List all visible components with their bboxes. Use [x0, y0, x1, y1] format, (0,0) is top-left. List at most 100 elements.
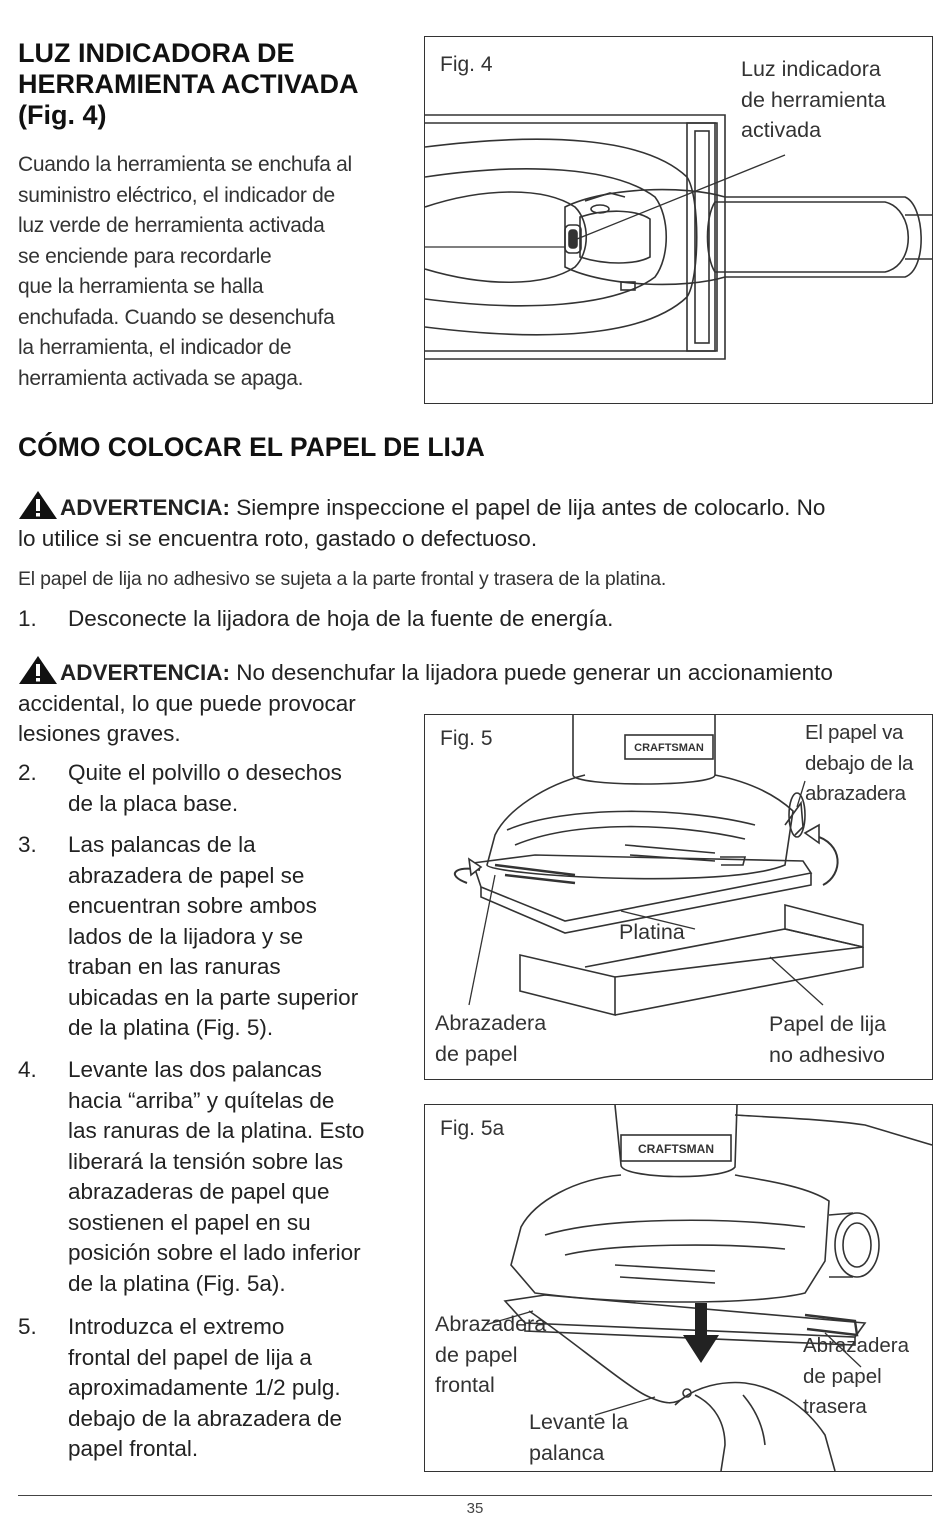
- callout-line: no adhesivo: [769, 1042, 885, 1067]
- step-line: las ranuras de la platina. Esto: [68, 1118, 365, 1143]
- callout-line: de papel: [803, 1364, 882, 1388]
- callout-platen: Platina: [619, 920, 685, 944]
- warning-text: Siempre inspeccione el papel de lija ant…: [230, 495, 826, 520]
- callout-line: trasera: [803, 1395, 867, 1418]
- craftsman-logo: CRAFTSMAN: [638, 1142, 714, 1156]
- callout-line: palanca: [529, 1440, 605, 1465]
- callout-line: frontal: [435, 1373, 495, 1397]
- section-title-indicator: LUZ INDICADORA DE HERRAMIENTA ACTIVADA (…: [18, 38, 358, 131]
- warning-line: lesiones graves.: [18, 721, 181, 746]
- callout-lift-lever: Levante la palanca: [529, 1407, 628, 1468]
- step-line: Las palancas de la: [68, 832, 256, 857]
- footer-divider: [18, 1495, 932, 1496]
- step-line: aproximadamente 1/2 pulg.: [68, 1375, 341, 1400]
- figure-label: Fig. 5: [440, 727, 493, 750]
- warning-line: ADVERTENCIA: No desenchufar la lijadora …: [18, 655, 833, 689]
- callout-line: de papel: [435, 1041, 518, 1066]
- warning-label: ADVERTENCIA:: [60, 495, 231, 520]
- step-number: 4.: [18, 1057, 37, 1082]
- warning-text: No desenchufar la lijadora puede generar…: [230, 660, 833, 685]
- title-line: HERRAMIENTA ACTIVADA: [18, 69, 359, 99]
- step-line: lados de la lijadora y se: [68, 923, 304, 949]
- figure-label: Fig. 5a: [440, 1117, 505, 1140]
- figure-4: Fig. 4 Luz indicadora de herramienta act…: [424, 36, 933, 404]
- step-line: de la platina (Fig. 5).: [68, 1015, 274, 1040]
- step-line: de la platina (Fig. 5a).: [68, 1270, 286, 1296]
- step-5: 5. Introduzca el extremo frontal del pap…: [18, 1312, 418, 1465]
- callout-line: activada: [741, 118, 822, 142]
- step-line: liberará la tensión sobre las: [68, 1148, 344, 1174]
- callout-line: Levante la: [529, 1410, 629, 1434]
- callout-paper-under-clamp: El papel va debajo de la abrazadera: [805, 718, 913, 810]
- step-4: 4. Levante las dos palancas hacia “arrib…: [18, 1055, 418, 1299]
- lift-lever-illustration: CRAFTSMAN: [484, 1105, 932, 1471]
- paragraph-line: suministro eléctrico, el indicador de: [18, 183, 335, 207]
- step-line: traban en las ranuras: [68, 954, 281, 979]
- callout-non-adhesive-paper: Papel de lija no adhesivo: [769, 1009, 886, 1070]
- step-line: posición sobre el lado inferior: [68, 1240, 361, 1265]
- step-text: Desconecte la lijadora de hoja de la fue…: [68, 606, 614, 631]
- step-line: sostienen el papel en su: [68, 1209, 311, 1235]
- step-line: papel frontal.: [68, 1436, 199, 1461]
- step-line: frontal del papel de lija a: [68, 1344, 312, 1370]
- step-line: abrazaderas de papel que: [68, 1179, 330, 1204]
- step-line: debajo de la abrazadera de: [68, 1405, 342, 1431]
- step-line: hacia “arriba” y quítelas de: [68, 1087, 335, 1113]
- callout-line: abrazadera: [805, 782, 906, 805]
- callout-line: El papel va: [805, 721, 904, 744]
- sander-top-view-illustration: [425, 114, 932, 360]
- figure-5: CRAFTSMAN Fig. 5 El papel va debajo de l…: [424, 714, 933, 1080]
- callout-line: de papel: [435, 1342, 518, 1367]
- callout-line: Abrazadera: [803, 1334, 909, 1357]
- warning-block-1: ADVERTENCIA: Siempre inspeccione el pape…: [18, 490, 825, 554]
- step-line: de la placa base.: [68, 790, 239, 816]
- page-number: 35: [466, 1500, 484, 1517]
- sander-clamp-illustration: CRAFTSMAN: [453, 715, 864, 1017]
- paragraph-line: la herramienta, el indicador de: [18, 336, 292, 359]
- step-3: 3. Las palancas de la abrazadera de pape…: [18, 830, 418, 1044]
- paragraph-line: Cuando la herramienta se enchufa al: [18, 153, 352, 176]
- callout-line: debajo de la: [805, 751, 914, 775]
- note-line: El papel de lija no adhesivo se sujeta a…: [18, 568, 667, 590]
- paragraph-line: luz verde de herramienta activada: [18, 214, 325, 237]
- callout-rear-clamp: Abrazadera de papel trasera: [803, 1331, 909, 1423]
- warning-block-2: ADVERTENCIA: No desenchufar la lijadora …: [18, 655, 833, 750]
- step-line: encuentran sobre ambos: [68, 893, 317, 918]
- step-line: Levante las dos palancas: [68, 1057, 322, 1082]
- craftsman-logo: CRAFTSMAN: [634, 742, 704, 754]
- step-line: Introduzca el extremo: [68, 1314, 285, 1339]
- title-line: (Fig. 4): [18, 100, 107, 130]
- warning-line: lo utilice si se encuentra roto, gastado…: [18, 525, 538, 551]
- step-number: 1.: [18, 606, 37, 631]
- step-number: 2.: [18, 760, 37, 785]
- sandpaper-note: El papel de lija no adhesivo se sujeta a…: [18, 564, 666, 595]
- step-2: 2. Quite el polvillo o desechos de la pl…: [18, 758, 418, 819]
- paragraph-line: enchufada. Cuando se desenchufa: [18, 305, 335, 329]
- callout-indicator-light: Luz indicadora de herramienta activada: [741, 54, 886, 146]
- callout-line: Papel de lija: [769, 1012, 887, 1036]
- warning-line: accidental, lo que puede provocar: [18, 690, 356, 716]
- section-title-sandpaper: CÓMO COLOCAR EL PAPEL DE LIJA: [18, 432, 485, 463]
- step-number: 3.: [18, 832, 37, 857]
- callout-line: Abrazadera: [435, 1011, 547, 1035]
- step-line: abrazadera de papel se: [68, 862, 305, 888]
- callout-line: Luz indicadora: [741, 57, 881, 81]
- indicator-paragraph: Cuando la herramienta se enchufa al sumi…: [18, 150, 352, 394]
- paragraph-line: que la herramienta se halla: [18, 275, 264, 298]
- warning-triangle-icon: [19, 491, 57, 519]
- callout-line: de herramienta: [741, 87, 886, 112]
- warning-label: ADVERTENCIA:: [60, 660, 231, 685]
- title-line: LUZ INDICADORA DE: [18, 38, 295, 68]
- callout-front-clamp: Abrazadera de papel frontal: [435, 1309, 546, 1401]
- warning-triangle-icon: [19, 656, 57, 684]
- callout-paper-clamp: Abrazadera de papel: [435, 1008, 546, 1069]
- step-line: ubicadas en la parte superior: [68, 984, 359, 1010]
- step-line: Quite el polvillo o desechos: [68, 760, 342, 785]
- step-number: 5.: [18, 1314, 37, 1339]
- step-1: 1. Desconecte la lijadora de hoja de la …: [18, 604, 938, 635]
- figure-5a: CRAFTSMAN Fig. 5a Abrazadera de papel fr…: [424, 1104, 933, 1472]
- figure-label: Fig. 4: [440, 53, 493, 76]
- warning-line: ADVERTENCIA: Siempre inspeccione el pape…: [18, 490, 825, 524]
- title-line: CÓMO COLOCAR EL PAPEL DE LIJA: [18, 432, 485, 462]
- paragraph-line: herramienta activada se apaga.: [18, 366, 304, 390]
